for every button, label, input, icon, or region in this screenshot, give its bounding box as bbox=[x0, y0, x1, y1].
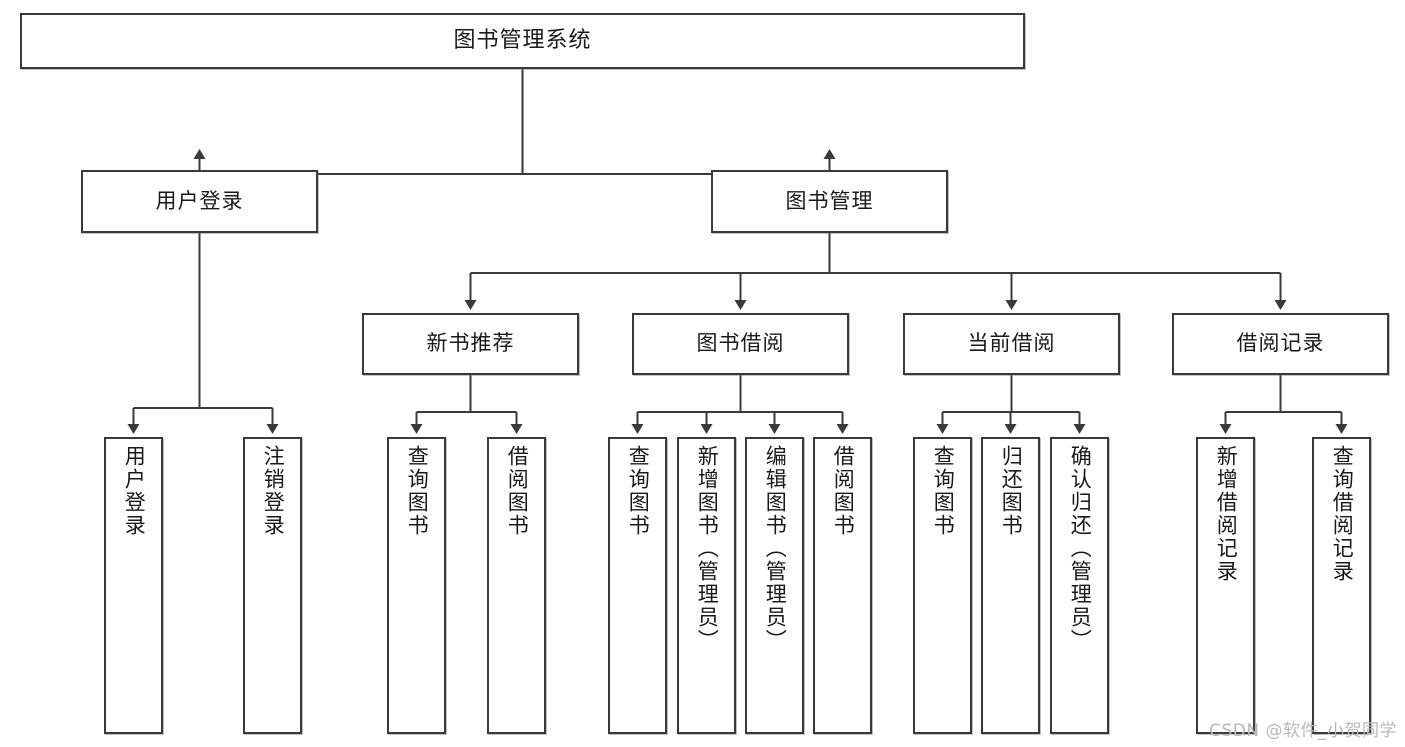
node-login[interactable]: 用户登录 bbox=[81, 170, 318, 233]
watermark: CSDN @软件_小贺同学 bbox=[1209, 721, 1397, 741]
node-newrec[interactable]: 新书推荐 bbox=[362, 313, 579, 375]
node-l-addrec[interactable]: 新增借阅记录 bbox=[1196, 437, 1255, 734]
node-borrow[interactable]: 图书借阅 bbox=[632, 313, 849, 375]
node-label: 注销登录 bbox=[261, 445, 286, 537]
node-root[interactable]: 图书管理系统 bbox=[20, 13, 1025, 69]
node-label: 编辑图书（管理员） bbox=[763, 445, 788, 652]
node-l-qrec[interactable]: 查询借阅记录 bbox=[1312, 437, 1371, 734]
node-label: 归还图书 bbox=[999, 445, 1024, 537]
node-label: 借阅记录 bbox=[1236, 331, 1325, 356]
node-l-confirm[interactable]: 确认归还（管理员） bbox=[1050, 437, 1109, 734]
node-label: 借阅图书 bbox=[831, 445, 856, 537]
node-current[interactable]: 当前借阅 bbox=[903, 313, 1120, 375]
node-label: 图书管理系统 bbox=[453, 27, 592, 53]
node-label: 查询图书 bbox=[405, 445, 430, 537]
node-label: 查询图书 bbox=[626, 445, 651, 537]
node-label: 查询借阅记录 bbox=[1330, 445, 1355, 583]
node-label: 借阅图书 bbox=[505, 445, 530, 537]
node-l-b1[interactable]: 借阅图书 bbox=[487, 437, 546, 734]
node-label: 新增借阅记录 bbox=[1214, 445, 1239, 583]
node-label: 新增图书（管理员） bbox=[695, 445, 720, 652]
node-l-login[interactable]: 用户登录 bbox=[104, 437, 163, 734]
node-label: 用户登录 bbox=[122, 445, 147, 537]
node-l-q3[interactable]: 查询图书 bbox=[913, 437, 972, 734]
node-label: 图书管理 bbox=[785, 188, 874, 213]
node-l-return[interactable]: 归还图书 bbox=[981, 437, 1040, 734]
node-l-q1[interactable]: 查询图书 bbox=[387, 437, 446, 734]
node-bookmgmt[interactable]: 图书管理 bbox=[711, 170, 948, 233]
node-l-logout[interactable]: 注销登录 bbox=[243, 437, 302, 734]
node-label: 用户登录 bbox=[155, 188, 244, 213]
node-label: 查询图书 bbox=[931, 445, 956, 537]
node-records[interactable]: 借阅记录 bbox=[1172, 313, 1389, 375]
node-l-b2[interactable]: 借阅图书 bbox=[813, 437, 872, 734]
node-label: 确认归还（管理员） bbox=[1068, 445, 1093, 652]
node-label: 新书推荐 bbox=[426, 331, 515, 356]
node-label: 图书借阅 bbox=[696, 331, 785, 356]
node-label: 当前借阅 bbox=[967, 331, 1056, 356]
node-l-q2[interactable]: 查询图书 bbox=[608, 437, 667, 734]
node-l-add[interactable]: 新增图书（管理员） bbox=[677, 437, 736, 734]
node-l-edit[interactable]: 编辑图书（管理员） bbox=[745, 437, 804, 734]
